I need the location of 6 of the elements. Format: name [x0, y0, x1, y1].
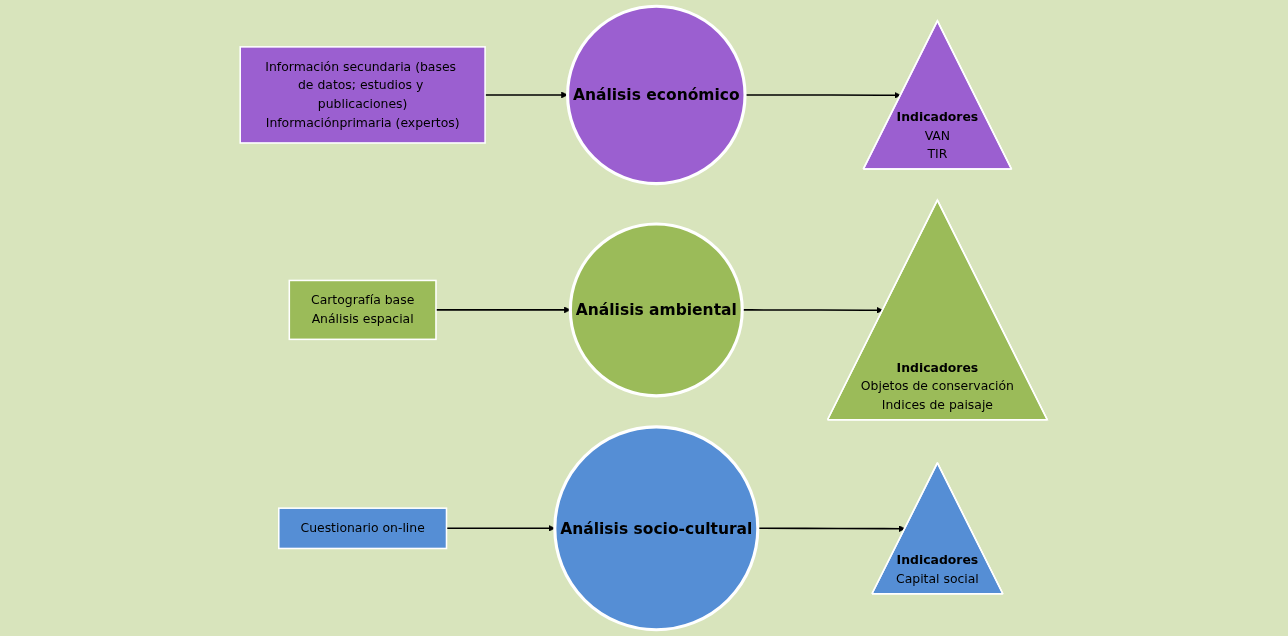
node-box: Cartografía base Análisis espacial: [288, 279, 437, 341]
node-box: Cuestionario on-line: [278, 507, 448, 550]
node-circle: Análisis económico: [566, 4, 747, 186]
node-box: Información secundaria (bases de datos; estudios y publicaciones) Informaciónprimaria (expertos): [239, 46, 487, 144]
node-circle: Análisis socio-cultural: [553, 425, 760, 632]
node-circle: Análisis ambiental: [569, 222, 745, 398]
